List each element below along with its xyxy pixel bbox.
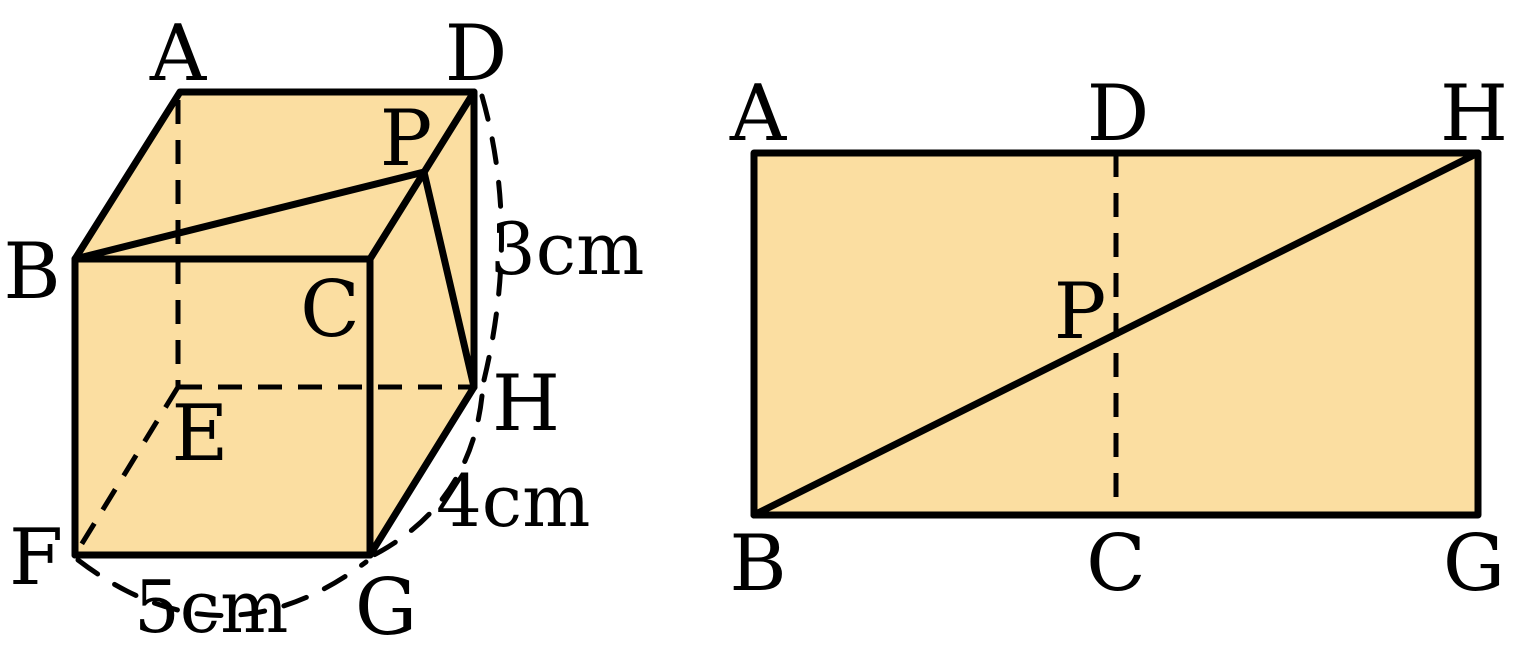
net-outline: [750, 149, 1482, 519]
net-figure: A D H P B C G: [729, 69, 1508, 609]
segment-bp: [71, 168, 428, 263]
segment-ph: [420, 168, 478, 391]
dimension-arc-height: [479, 93, 504, 383]
prism-label-g: G: [355, 563, 417, 653]
net-label-b: B: [729, 519, 786, 609]
prism-label-p: P: [380, 94, 432, 184]
net-label-p: P: [1054, 267, 1106, 357]
prism-label-c: C: [300, 265, 360, 355]
prism-figure: A D P B C H E F G 3cm 4cm 5cm: [3, 9, 644, 653]
net-segment-bh: [750, 149, 1482, 519]
dimension-arc-width: [75, 557, 369, 618]
prism-top-face: [75, 92, 474, 259]
edge-hg: [366, 383, 478, 559]
net-label-g: G: [1443, 519, 1505, 609]
prism-label-e: E: [172, 389, 229, 479]
prism-label-d: D: [445, 9, 508, 99]
net-label-c: C: [1086, 519, 1146, 609]
dimension-label-width: 5cm: [134, 565, 288, 649]
prism-label-b: B: [3, 227, 60, 317]
prism-label-f: F: [9, 513, 63, 603]
prism-label-h: H: [492, 359, 560, 449]
net-label-d: D: [1087, 69, 1150, 159]
dimension-label-depth: 4cm: [436, 459, 590, 543]
hidden-edge-ef: [72, 385, 181, 557]
dimension-arc-depth: [369, 393, 485, 559]
prism-front-face: [75, 259, 370, 555]
dimension-label-height: 3cm: [490, 207, 644, 291]
net-label-a: A: [729, 69, 788, 159]
net-label-h: H: [1440, 69, 1508, 159]
prism-right-face: [370, 92, 474, 555]
prism-label-a: A: [149, 9, 208, 99]
